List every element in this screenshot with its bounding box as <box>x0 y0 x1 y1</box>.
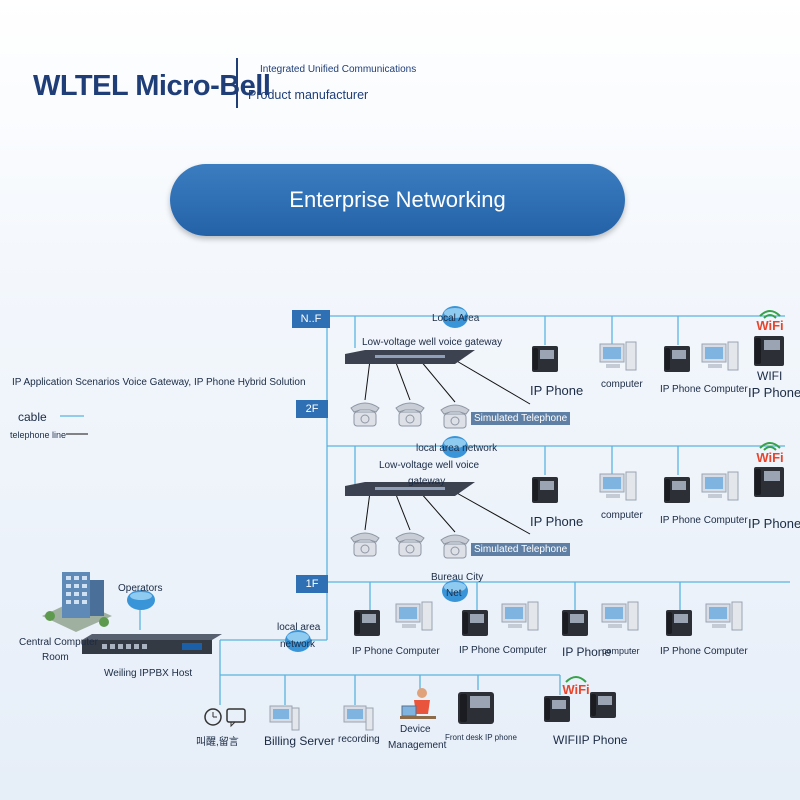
computer-icon <box>705 601 743 631</box>
ip-phone-icon <box>532 346 558 372</box>
floor-tag-nf: N..F <box>292 310 330 328</box>
core-lan-label-line1: local area <box>277 622 321 633</box>
f1-station-1-label: IP Phone Computer <box>352 646 440 657</box>
analog-phone-icon <box>350 532 380 557</box>
nf-ip-phone-computer-label: IP Phone Computer <box>660 384 748 395</box>
wifi-icon: WiFi <box>562 676 590 696</box>
operators-cloud-icon <box>127 590 155 610</box>
nf-gateway-label: Low-voltage well voice gateway <box>362 337 503 348</box>
wifi-phone-icon <box>754 336 784 366</box>
front-desk-phone-icon <box>458 692 494 724</box>
f2-simulated-telephone-label: Simulated Telephone <box>471 543 571 556</box>
ippbx-host-label: Weiling IPPBX Host <box>104 668 193 679</box>
analog-phone-icon <box>440 534 470 559</box>
device-management-label-line1: Device <box>400 724 431 735</box>
recording-label: recording <box>338 734 380 745</box>
ip-phone-icon <box>666 610 692 636</box>
ip-phone-icon <box>664 346 690 372</box>
f1-bureau-label-line2: Net <box>446 588 462 599</box>
ip-phone-icon <box>664 477 690 503</box>
nf-lan-label: Local Area <box>432 313 480 324</box>
brand-tagline-2: Product manufacturer <box>248 88 369 102</box>
brand-name: WLTEL Micro-Bell <box>33 70 271 102</box>
wifi-phone-icon <box>544 696 570 722</box>
wifi-logo-text: WiFi <box>756 450 783 464</box>
wifi-phone-icon <box>590 692 616 718</box>
core-lan-label-line2: network <box>280 639 316 650</box>
nf-ip-phone-label: IP Phone <box>530 383 584 398</box>
alarm-message-icon <box>204 708 246 728</box>
voice-gateway-icon-2f <box>345 482 475 496</box>
legend-telephone-line-label: telephone line <box>10 430 67 440</box>
floor-tag-2f: 2F <box>296 400 328 418</box>
computer-icon <box>601 601 639 631</box>
ip-phone-icon <box>562 610 588 636</box>
analog-phone-icon <box>395 402 425 427</box>
f2-gateway-label-line1: Low-voltage well voice <box>379 460 480 471</box>
brand-tagline-1: Integrated Unified Communications <box>260 64 417 75</box>
ip-phone-icon <box>532 477 558 503</box>
f1-bureau-label-line1: Bureau City <box>431 572 484 583</box>
analog-phone-icon <box>440 404 470 429</box>
lan-switch-icon-2f <box>442 436 468 458</box>
analog-phone-icon <box>395 532 425 557</box>
f2-gateway-label-line2: gateway <box>408 476 446 487</box>
ip-phone-icon <box>462 610 488 636</box>
front-desk-phone-label: Front desk IP phone <box>445 733 517 742</box>
brand-divider <box>236 58 238 108</box>
computer-icon <box>395 601 433 631</box>
computer-icon <box>701 471 739 501</box>
f1-station-3-computer-label: computer <box>602 646 640 656</box>
wifi-icon: WiFi <box>756 310 784 332</box>
f1-station-4-label: IP Phone Computer <box>660 646 748 657</box>
legend-cable-label: cable <box>18 410 47 424</box>
floor-tag-1f: 1F <box>296 575 328 593</box>
wakeup-message-label: 叫醒,留言 <box>196 737 239 748</box>
computer-icon <box>701 341 739 371</box>
voice-gateway-icon-nf <box>345 350 475 364</box>
central-room-label-line1: Central Computer <box>19 637 98 648</box>
f2-ip-phone-label: IP Phone <box>530 514 584 529</box>
device-management-label-line2: Management <box>388 740 447 751</box>
central-room-label-line2: Room <box>42 652 69 663</box>
operators-label: Operators <box>118 583 163 594</box>
f1-station-3-phone-label: IP Phone <box>562 645 612 659</box>
computer-icon <box>599 341 637 371</box>
ip-phone-icon <box>354 610 380 636</box>
computer-icon <box>501 601 539 631</box>
f1-station-2-label: IP Phone Computer <box>459 645 547 656</box>
lan-switch-icon-nf <box>442 306 468 328</box>
analog-phone-icon <box>350 402 380 427</box>
page-title-banner: Enterprise Networking <box>170 164 625 236</box>
wifi-logo-text: WiFi <box>756 318 783 332</box>
nf-computer-label: computer <box>601 379 643 390</box>
billing-server-icon <box>269 705 300 731</box>
device-management-icon <box>400 688 436 719</box>
scenario-caption: IP Application Scenarios Voice Gateway, … <box>12 377 306 388</box>
wifi-phone-icon <box>754 467 784 497</box>
f2-wifi-ip-phone-label: IP Phone <box>748 516 800 531</box>
wifi-icon: WiFi <box>756 442 784 464</box>
f2-lan-label: local area network <box>416 443 498 454</box>
billing-server-label: Billing Server <box>264 734 335 748</box>
central-computer-room-icon <box>42 572 112 632</box>
recording-server-icon <box>343 705 374 731</box>
ippbx-host-icon <box>82 634 222 654</box>
nf-wifi-ip-phone-label: IP Phone <box>748 385 800 400</box>
f2-computer-label: computer <box>601 510 643 521</box>
wifi-ip-phone-label: WIFIIP Phone <box>553 733 628 747</box>
core-lan-icon <box>285 630 311 652</box>
f2-ip-phone-computer-label: IP Phone Computer <box>660 515 748 526</box>
nf-simulated-telephone-label: Simulated Telephone <box>471 412 571 425</box>
computer-icon <box>599 471 637 501</box>
nf-wifi-label: WIFI <box>757 369 783 383</box>
wifi-logo-text: WiFi <box>562 682 589 696</box>
bureau-net-icon <box>442 580 468 602</box>
